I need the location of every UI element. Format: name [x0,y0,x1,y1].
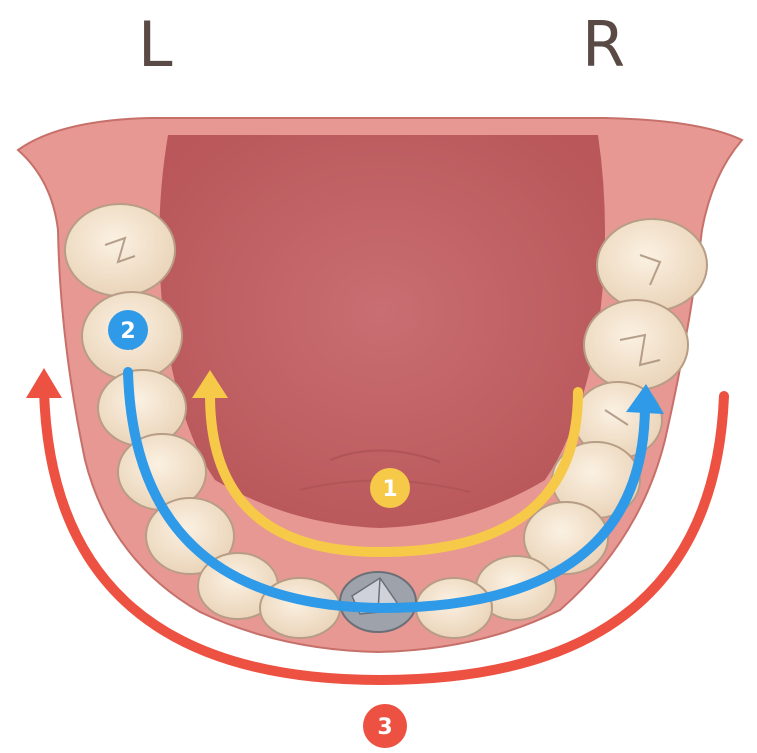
step-3-badge: 3 [363,704,407,748]
step-2-number: 2 [120,319,135,344]
step-3-number: 3 [377,715,392,740]
tooth [584,300,688,390]
step-3-arrowhead [26,368,62,398]
step-1-number: 1 [382,477,397,502]
step-1-badge: 1 [370,468,410,508]
step-2-badge: 2 [108,310,148,350]
tooth [597,219,707,311]
tooth [65,204,175,296]
